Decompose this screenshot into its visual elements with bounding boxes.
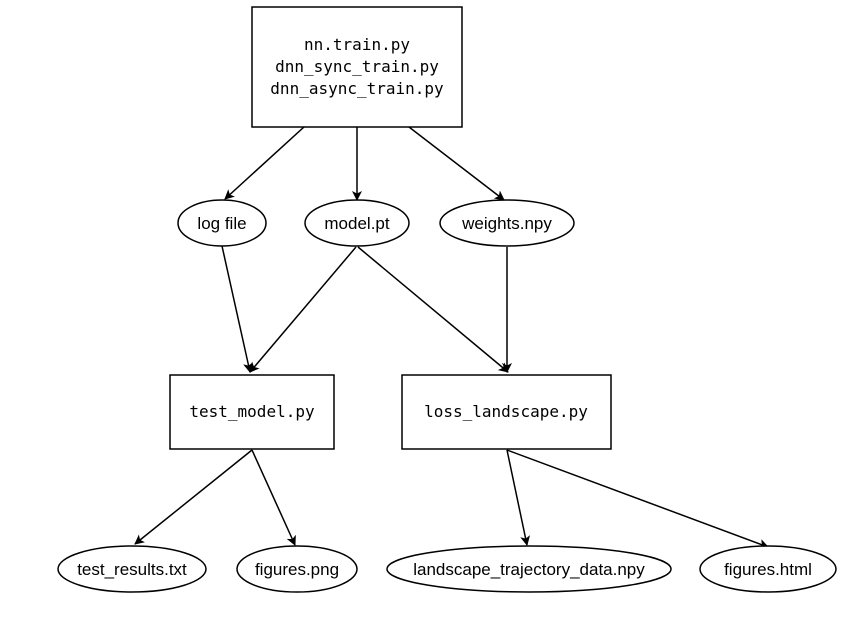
log-file-label: log file [197,214,246,233]
node-training-scripts: nn.train.py dnn_sync_train.py dnn_async_… [251,6,463,128]
figures-html-ellipse [699,545,837,593]
node-figures-html: figures.html [699,545,837,593]
node-landscape-data: landscape_trajectory_data.npy [386,545,672,593]
edge-log-file-to-test-model [221,245,253,373]
test-results-ellipse [57,545,207,593]
figures-png-ellipse [236,545,358,593]
test-model-label: test_model.py [189,402,315,421]
edge-train-to-log-file [224,126,305,200]
edge-test-model-to-test-results [134,449,253,545]
edge-test-model-to-figures-png [251,449,296,546]
node-test-results: test_results.txt [57,545,207,593]
edge-model-pt-to-loss-landscape [357,246,509,373]
edge-loss-landscape-to-landscape-data [506,449,531,546]
node-log-file: log file [177,199,267,247]
edge-train-to-weights-npy [408,126,505,201]
edges [134,126,769,549]
node-weights-npy: weights.npy [439,199,575,247]
training-script-line: dnn_async_train.py [270,79,444,98]
loss-landscape-label: loss_landscape.py [424,402,588,421]
edge-model-pt-to-test-model [249,246,357,373]
test-model-box [169,374,335,450]
figures-png-label: figures.png [255,560,339,579]
edge-loss-landscape-to-figures-html [506,449,769,549]
node-test-model: test_model.py [169,374,335,450]
model-pt-label: model.pt [324,214,389,233]
landscape-data-label: landscape_trajectory_data.npy [413,560,645,579]
log-file-ellipse [177,199,267,247]
training-script-line: dnn_sync_train.py [275,57,439,76]
training-script-line: nn.train.py [304,35,410,54]
test-results-label: test_results.txt [77,560,187,579]
weights-npy-label: weights.npy [461,214,552,233]
node-loss-landscape: loss_landscape.py [401,374,612,450]
figures-html-label: figures.html [724,560,812,579]
weights-npy-ellipse [439,199,575,247]
landscape-data-ellipse [386,545,672,593]
node-figures-png: figures.png [236,545,358,593]
node-model-pt: model.pt [304,199,410,247]
loss-landscape-box [401,374,612,450]
training-scripts-box [251,6,463,128]
model-pt-ellipse [304,199,410,247]
